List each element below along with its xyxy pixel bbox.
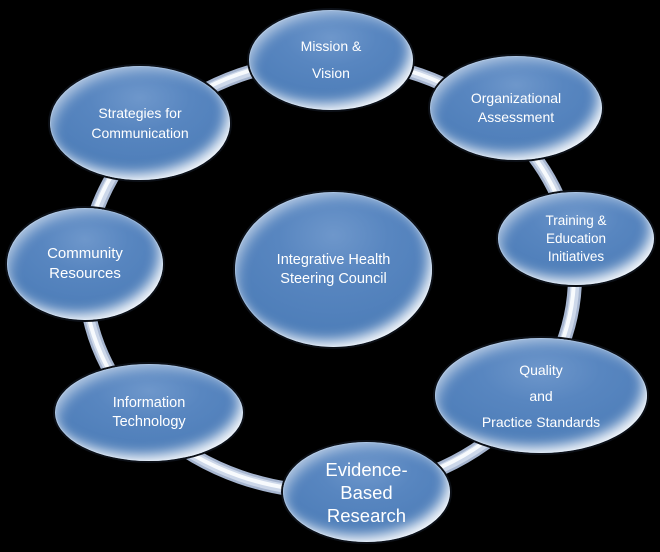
node-quality-practice-standards: Quality and Practice Standards xyxy=(435,338,647,453)
node-mission-vision: Mission & Vision xyxy=(249,10,413,110)
node-label-line: Research xyxy=(326,504,407,526)
node-label-line: Communication xyxy=(91,125,189,141)
node-label-line: Education xyxy=(545,230,607,246)
node-label-line: Strategies for xyxy=(98,105,182,121)
node-label-line: Organizational xyxy=(470,90,562,106)
node-label-line: Integrative Health xyxy=(276,251,391,268)
node-label-line: and xyxy=(529,387,553,404)
node-label-line: Based xyxy=(340,481,393,503)
node-label-line: Resources xyxy=(49,265,121,282)
node-strategies-for-communication: Strategies for Communication xyxy=(50,66,230,180)
node-label-line: Training & xyxy=(545,212,607,228)
node-label-line: Community xyxy=(47,245,123,262)
node-label-line: Steering Council xyxy=(280,270,387,287)
node-label-line: Assessment xyxy=(477,109,555,125)
node-organizational-assessment: Organizational Assessment xyxy=(430,56,602,160)
node-training-education-initiatives: Training & Education Initiatives xyxy=(498,192,654,285)
node-label-line: Initiatives xyxy=(547,248,605,264)
node-evidence-based-research: Evidence- Based Research xyxy=(283,442,450,542)
node-label-line: Evidence- xyxy=(325,458,408,480)
node-label-line: Technology xyxy=(112,413,186,430)
node-community-resources: Community Resources xyxy=(7,208,163,320)
node-information-technology: Information Technology xyxy=(55,364,243,461)
node-label-line: Quality xyxy=(519,361,563,378)
node-label-line: Information xyxy=(112,394,186,411)
node-label-line: Practice Standards xyxy=(481,413,601,430)
node-label-line: Vision xyxy=(312,65,350,81)
node-integrative-health-steering-council: Integrative Health Steering Council xyxy=(235,192,432,347)
node-label-line: Mission & xyxy=(300,38,362,54)
